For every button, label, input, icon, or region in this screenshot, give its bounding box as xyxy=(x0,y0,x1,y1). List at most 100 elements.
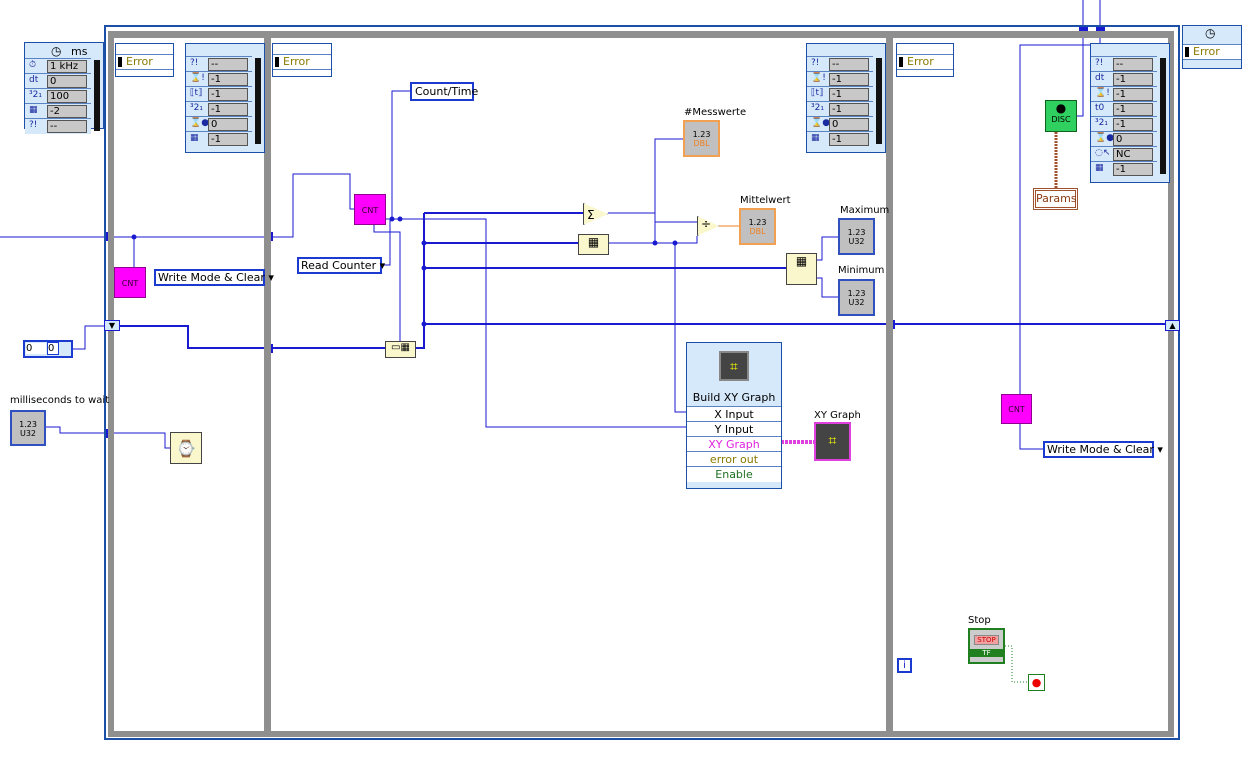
row-value: -1 xyxy=(1113,103,1153,116)
cluster-row[interactable]: ⌛!-1 xyxy=(1091,86,1157,102)
cluster-row[interactable]: ▦-1 xyxy=(1091,161,1157,177)
wire-junction xyxy=(672,240,678,246)
cluster-row[interactable]: ⌛!-1 xyxy=(186,71,252,87)
cluster-row[interactable]: ?! -- xyxy=(186,56,252,72)
row-icon: ³2₁ xyxy=(811,103,824,113)
xy-graph-terminal[interactable]: XY Graph xyxy=(687,436,781,452)
error-in-cluster[interactable]: Error xyxy=(115,43,174,77)
cluster-row[interactable]: ?!-- xyxy=(25,118,91,134)
cluster-row[interactable]: ³2₁-1 xyxy=(807,101,873,117)
cluster-row[interactable]: ⌛●0 xyxy=(807,116,873,132)
cluster-row[interactable]: ⌛●0 xyxy=(186,116,252,132)
xy-graph-indicator[interactable]: ⌗ xyxy=(814,422,851,461)
while-loop-border xyxy=(104,25,106,740)
row-icon: ?! xyxy=(811,58,820,68)
right-cnt-wire xyxy=(1019,424,1043,450)
shift-register-right[interactable]: ▲ xyxy=(1165,320,1180,331)
cluster-row[interactable]: ⌛!-1 xyxy=(807,71,873,87)
shift-register-left[interactable]: ▼ xyxy=(104,320,120,331)
cluster-row[interactable]: t0-1 xyxy=(1091,101,1157,117)
row-value: -1 xyxy=(1113,88,1153,101)
x-input-wire xyxy=(674,243,686,413)
wire-junction xyxy=(652,240,658,246)
row-icon: ⌛● xyxy=(1095,133,1115,143)
dropdown-arrow-icon: ▾ xyxy=(1157,443,1163,456)
cluster-row[interactable]: ▦-1 xyxy=(807,131,873,147)
right-task-wire xyxy=(1019,44,1090,394)
cluster-row[interactable]: ▦-2 xyxy=(25,103,91,119)
disc-wire xyxy=(1077,0,1084,117)
const-wire xyxy=(72,325,104,350)
shift-register-wire xyxy=(120,325,385,349)
cluster-row[interactable]: dt-1 xyxy=(1091,71,1157,87)
cluster-row[interactable]: ⏱1 kHz xyxy=(25,58,91,74)
y-input-terminal[interactable]: Y Input xyxy=(687,421,781,437)
sequence-divider xyxy=(264,31,271,737)
read-counter-ring[interactable]: Read Counter ▾ xyxy=(297,257,385,274)
row-value: NC xyxy=(1113,148,1153,161)
params-constant[interactable]: Params xyxy=(1033,188,1078,210)
cluster-row[interactable]: ³2₁-1 xyxy=(1091,116,1157,132)
wait-ms-icon[interactable]: ⌚ xyxy=(170,432,202,464)
numeric-glyph: 1.23 xyxy=(19,420,37,429)
cluster-row[interactable]: ◌↖NC xyxy=(1091,146,1157,162)
count-time-indicator[interactable]: Count/Time xyxy=(410,82,478,101)
disc-node[interactable]: ●DISC xyxy=(1045,100,1077,132)
cluster-row[interactable]: ?! -- xyxy=(807,56,873,72)
error-in-cluster[interactable]: Error xyxy=(896,43,954,77)
counter-property-node[interactable]: CNT xyxy=(114,267,146,298)
row-value: -1 xyxy=(208,103,248,116)
build-array-icon[interactable]: ▭▦ xyxy=(385,341,416,358)
write-mode-value: Write Mode & Clear xyxy=(158,271,265,284)
cluster-row[interactable]: ³2₁ -1 xyxy=(186,101,252,117)
stop-label: Stop xyxy=(968,615,991,626)
cluster-row[interactable]: ⟦t⟧-1 xyxy=(186,86,252,102)
numeric-glyph: 1.23 xyxy=(847,289,866,298)
numeric-glyph: 1.23 xyxy=(748,218,767,227)
cluster-row[interactable]: ⌛●0 xyxy=(1091,131,1157,147)
error-label: Error xyxy=(116,54,173,70)
cluster-row[interactable]: ?!-- xyxy=(1091,56,1157,72)
clock-icon: ◷ xyxy=(1205,26,1216,40)
error-out-terminal[interactable]: error out xyxy=(687,451,781,467)
array-max-min-icon[interactable]: ▦ xyxy=(786,253,817,285)
sequence-frame-top xyxy=(108,31,1174,38)
error-in-cluster[interactable]: Error xyxy=(272,43,332,77)
loop-condition-stop-icon[interactable]: ● xyxy=(1028,674,1045,691)
counter-property-node[interactable]: CNT xyxy=(1001,394,1032,424)
wire-junction xyxy=(131,234,137,240)
write-mode-ring[interactable]: Write Mode & Clear ▾ xyxy=(1043,441,1163,458)
cluster-row[interactable]: ⟦t⟧-1 xyxy=(807,86,873,102)
numeric-glyph: 1.23 xyxy=(847,228,866,237)
row-icon: ³2₁ xyxy=(190,103,203,113)
row-value: -2 xyxy=(47,105,87,118)
write-mode-ring[interactable]: Write Mode & Clear ▾ xyxy=(154,269,274,286)
cluster-row[interactable]: ▦-1 xyxy=(186,131,252,147)
row-value: -- xyxy=(208,58,248,71)
enable-terminal[interactable]: Enable xyxy=(687,466,781,482)
type-label: DBL xyxy=(749,227,766,236)
counter-read-node[interactable]: CNT xyxy=(354,194,386,225)
row-icon: ³2₁ xyxy=(29,90,42,100)
row-icon: ?! xyxy=(190,58,199,68)
array-size-icon[interactable]: ▦ xyxy=(578,234,609,255)
timing-error-node[interactable]: ◷ Error xyxy=(1182,25,1242,69)
build-xy-graph-node[interactable]: ⌗ Build XY Graph X Input Y Input XY Grap… xyxy=(686,342,782,489)
x-input-terminal[interactable]: X Input xyxy=(687,406,781,422)
type-label: DBL xyxy=(693,139,710,148)
dropdown-arrow-icon: ▾ xyxy=(379,259,386,272)
row-value: -- xyxy=(829,58,869,71)
